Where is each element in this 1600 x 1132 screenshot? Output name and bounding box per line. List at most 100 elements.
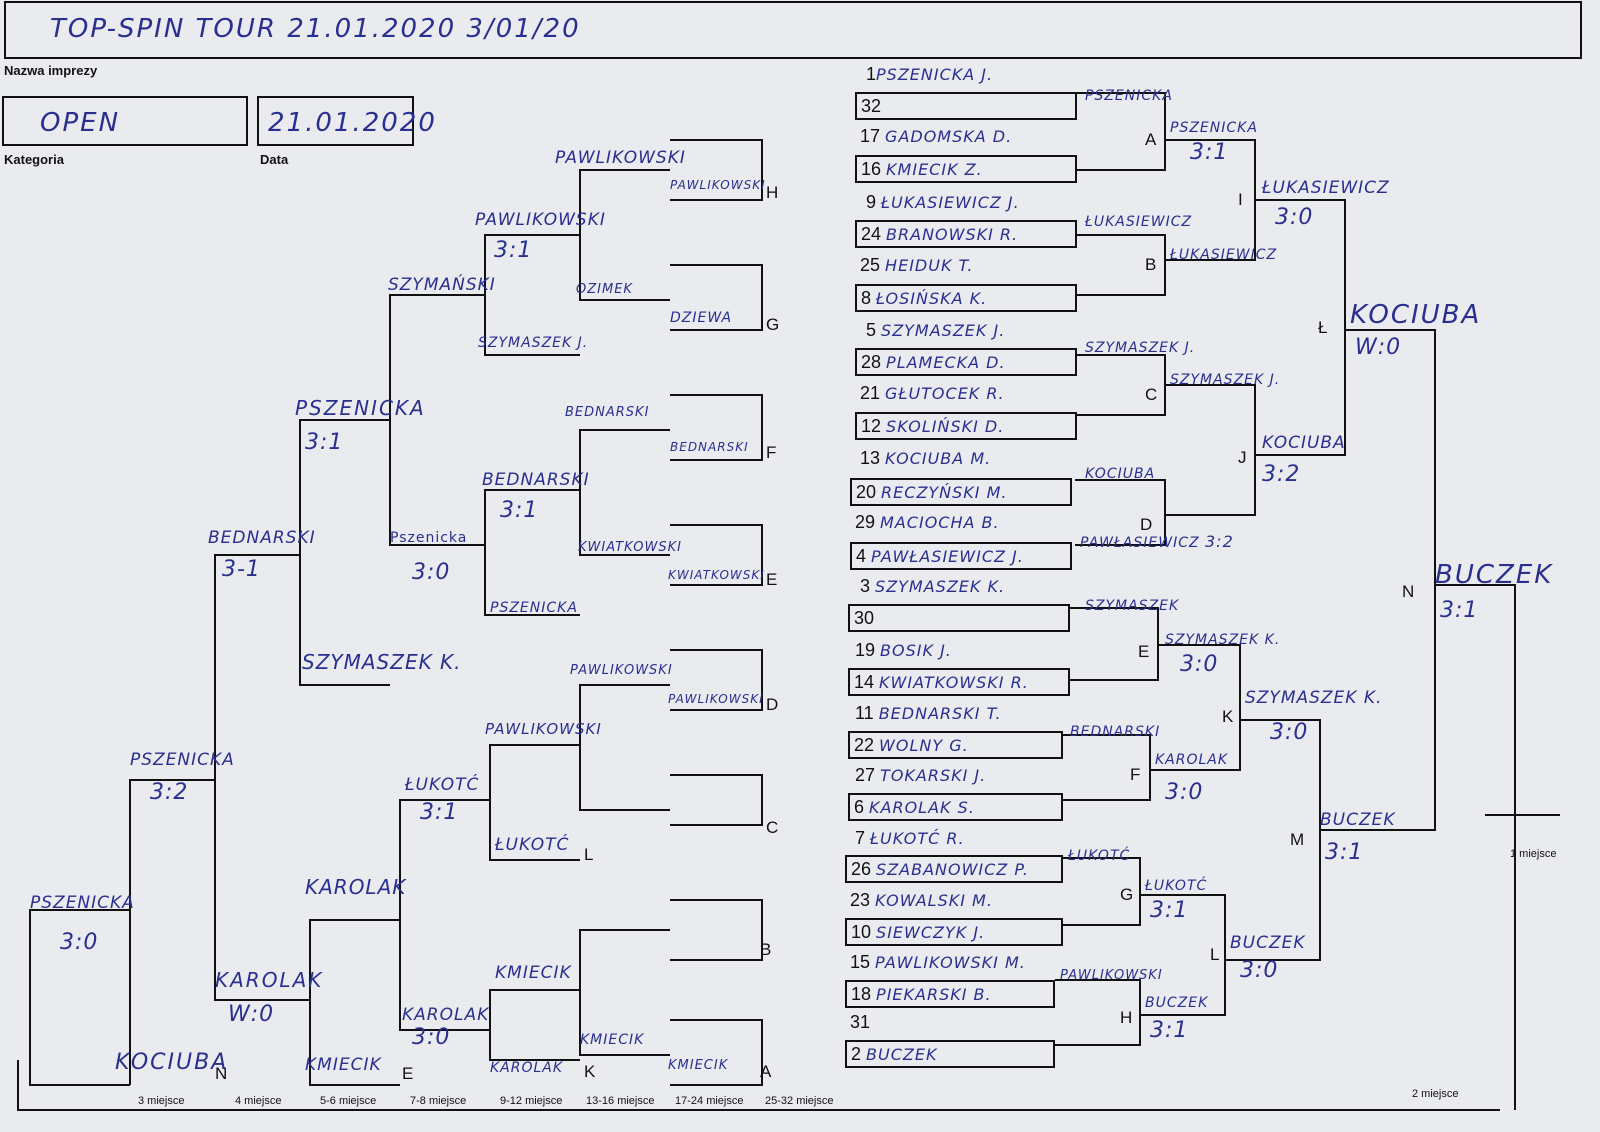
event-label: Nazwa imprezy	[4, 63, 98, 78]
seed-row: 11 BEDNARSKI T.	[855, 703, 1002, 723]
r2-f-winner: KAROLAK	[1155, 752, 1229, 768]
cons-a-winner: KMIECIK	[668, 1058, 729, 1073]
place-17-24: 17-24 miejsce	[675, 1095, 744, 1107]
date-label: Data	[260, 152, 289, 167]
final-letter: N	[1402, 582, 1415, 601]
seed-slot: 12 SKOLIŃSKI D.	[855, 412, 1077, 440]
seed-slot: 16 KMIECIK Z.	[855, 155, 1077, 183]
loser-letter-c: C	[766, 818, 779, 837]
loser-letter-d: D	[766, 695, 779, 714]
seed-slot: 30	[848, 604, 1070, 632]
seed-slot: 2 BUCZEK	[845, 1040, 1055, 1068]
r2-h-winner: BUCZEK	[1145, 995, 1209, 1011]
r2-b-winner: ŁUKASIEWICZ	[1170, 247, 1278, 263]
seed-slot: 8 ŁOSIŃSKA K.	[855, 284, 1077, 312]
r3-j-score: 3:2	[1262, 462, 1301, 487]
seed-row: 25 HEIDUK T.	[860, 255, 974, 275]
r2-h-top: PAWLIKOWSKI	[1060, 968, 1163, 983]
cons-r2-pawlik: PAWLIKOWSKI	[555, 148, 686, 168]
cons-f-winner: BEDNARSKI	[670, 440, 749, 454]
r2-letter-g: G	[1120, 885, 1134, 904]
r2-g-top: ŁUKOTĆ	[1068, 848, 1131, 864]
cons-r3-pawlik: PAWLIKOWSKI	[475, 210, 606, 230]
cons-r4-lukotc-score: 3:1	[420, 800, 459, 825]
r3-letter-k: K	[1222, 707, 1234, 726]
cons-r5-pszenicka: PSZENICKA	[295, 396, 426, 420]
r2-e-score: 3:0	[1180, 652, 1219, 677]
r2-e-winner: SZYMASZEK K.	[1165, 632, 1281, 648]
cons-r5-kmiecik: KMIECIK	[305, 1055, 382, 1075]
seed-row: 21 GŁUTOCEK R.	[860, 383, 1005, 403]
r2-a-winner: PSZENICKA	[1170, 120, 1258, 136]
r2-a-score: 3:1	[1190, 140, 1229, 165]
seed-row: 5 SZYMASZEK J.	[866, 320, 1006, 340]
r3-i-winner: ŁUKASIEWICZ	[1262, 178, 1390, 198]
seed-slot: 24 BRANOWSKI R.	[855, 220, 1077, 248]
cons-r4-szymanski: SZYMAŃSKI	[388, 275, 496, 295]
r4-bot-winner: BUCZEK	[1320, 810, 1396, 830]
cons-r7-pszenicka-score: 3:2	[150, 780, 189, 805]
r2-e-top: SZYMASZEK	[1085, 598, 1180, 614]
r2-b-top: ŁUKASIEWICZ	[1085, 214, 1193, 230]
place-9-12: 9-12 miejsce	[500, 1095, 563, 1107]
cons-r4-pszenicka-score: 3:0	[412, 560, 451, 585]
seed-row: 13 KOCIUBA M.	[860, 448, 992, 468]
r2-g-score: 3:1	[1150, 898, 1189, 923]
cons-r3-pszenicka: PSZENICKA	[490, 600, 578, 616]
cons-r4-karolak: KAROLAK	[402, 1005, 490, 1025]
seed-row: 29 MACIOCHA B.	[855, 512, 1000, 532]
cons-r5-szymaszek-k: SZYMASZEK K.	[302, 650, 462, 674]
cons-r3-bednarski: BEDNARSKI	[482, 470, 590, 490]
cons-r3-karolak: KAROLAK	[490, 1060, 564, 1076]
category-label: Kategoria	[4, 152, 64, 167]
r2-a-top: PSZENICKA	[1085, 88, 1173, 104]
cons-r6-karolak-score: W:0	[228, 1002, 275, 1027]
r3-i-score: 3:0	[1275, 205, 1314, 230]
r3-letter-j: J	[1238, 448, 1247, 467]
r3-letter-i: I	[1238, 190, 1243, 209]
r2-letter-c: C	[1145, 385, 1158, 404]
r2-d-score: 3:2	[1205, 532, 1234, 551]
third-place-loser: KOCIUBA	[115, 1050, 229, 1075]
cons-r3-pawlik-score: 3:1	[494, 238, 533, 263]
cons-r3-kmiecik: KMIECIK	[495, 963, 572, 983]
loser-letter-h: H	[766, 183, 779, 202]
seed-slot: 14 KWIATKOWSKI R.	[848, 668, 1070, 696]
cons-r3-pawlik-l: PAWLIKOWSKI	[485, 720, 602, 738]
third-place-score: 3:0	[60, 930, 99, 955]
seed-slot: 32	[855, 92, 1077, 120]
final-winner: BUCZEK	[1435, 560, 1554, 590]
r2-c-winner: SZYMASZEK J.	[1170, 372, 1281, 388]
r2-h-score: 3:1	[1150, 1018, 1189, 1043]
loser-letter-k: K	[584, 1062, 596, 1081]
date-value: 21.01.2020	[268, 108, 437, 138]
cons-r6-karolak: KAROLAK	[215, 968, 324, 992]
place-5-6: 5-6 miejsce	[320, 1095, 377, 1107]
r2-c-top: SZYMASZEK J.	[1085, 340, 1196, 356]
place-1: 1 miejsce	[1510, 848, 1557, 860]
seed-row: 1PSZENICKA J.	[866, 64, 994, 84]
seed-slot: 6 KAROLAK S.	[848, 793, 1063, 821]
r3-k-winner: SZYMASZEK K.	[1245, 688, 1383, 708]
r2-letter-h: H	[1120, 1008, 1133, 1027]
seed-row: 27 TOKARSKI J.	[855, 765, 987, 785]
cons-r5-pszenicka-score: 3:1	[305, 430, 344, 455]
cons-r2-bednarski: BEDNARSKI	[565, 405, 650, 420]
seed-row: 31	[850, 1012, 871, 1032]
r4-letter-l: Ł	[1318, 318, 1328, 337]
r2-d-winner: PAWŁASIEWICZ	[1080, 535, 1200, 551]
r4-letter-m: M	[1290, 830, 1305, 849]
seed-row: 15 PAWLIKOWSKI M.	[850, 952, 1026, 972]
cons-g-winner: DZIEWA	[670, 310, 733, 326]
r3-l-score: 3:0	[1240, 958, 1279, 983]
seed-row: 3 SZYMASZEK K.	[860, 576, 1006, 596]
loser-letter-n-bottom: N	[215, 1064, 228, 1083]
final-score: 3:1	[1440, 598, 1479, 623]
seed-row: 17 GADOMSKA D.	[860, 126, 1013, 146]
category-value: OPEN	[40, 108, 121, 138]
cons-r2-kwiatkowski: KWIATKOWSKI	[578, 540, 682, 555]
place-4: 4 miejsce	[235, 1095, 282, 1107]
event-name: TOP-SPIN TOUR 21.01.2020 3/01/20	[50, 14, 581, 44]
cons-r3-szymaszek-j: SZYMASZEK J.	[478, 335, 589, 351]
cons-r2-kmiecik: KMIECIK	[580, 1032, 645, 1048]
